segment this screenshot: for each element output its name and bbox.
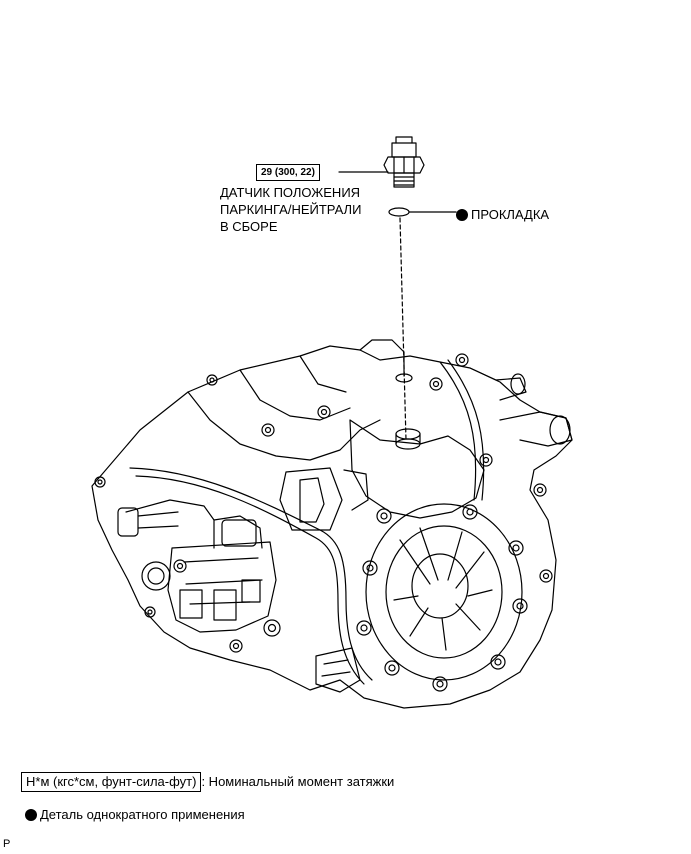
non-reusable-bullet-icon	[456, 208, 468, 221]
sensor-label: ДАТЧИК ПОЛОЖЕНИЯ ПАРКИНГА/НЕЙТРАЛИ В СБО…	[220, 184, 361, 235]
gasket-label: ПРОКЛАДКА	[471, 207, 550, 222]
corner-mark: P	[3, 838, 11, 850]
legend-non-reusable: Деталь однократного применения	[25, 806, 245, 824]
gasket-callout: ПРОКЛАДКА	[456, 206, 549, 223]
sensor-label-line3: В СБОРЕ	[220, 219, 278, 234]
torque-spec-box: 29 (300, 22)	[256, 164, 320, 181]
torque-unit-box: Н*м (кгс*см, фунт-сила-фут)	[21, 772, 202, 792]
sensor-label-line2: ПАРКИНГА/НЕЙТРАЛИ	[220, 202, 362, 217]
transaxle-housing	[91, 339, 573, 709]
park-neutral-sensor-switch	[383, 136, 425, 188]
torque-value: 29 (300, 22)	[261, 167, 315, 178]
torque-description: : Номинальный момент затяжки	[201, 774, 395, 789]
legend-torque: Н*м (кгс*см, фунт-сила-фут) : Номинальны…	[21, 772, 394, 792]
non-reusable-legend-icon	[25, 809, 37, 821]
gasket-ring	[388, 207, 410, 217]
sensor-label-line1: ДАТЧИК ПОЛОЖЕНИЯ	[220, 185, 361, 200]
non-reusable-description: Деталь однократного применения	[40, 807, 245, 822]
